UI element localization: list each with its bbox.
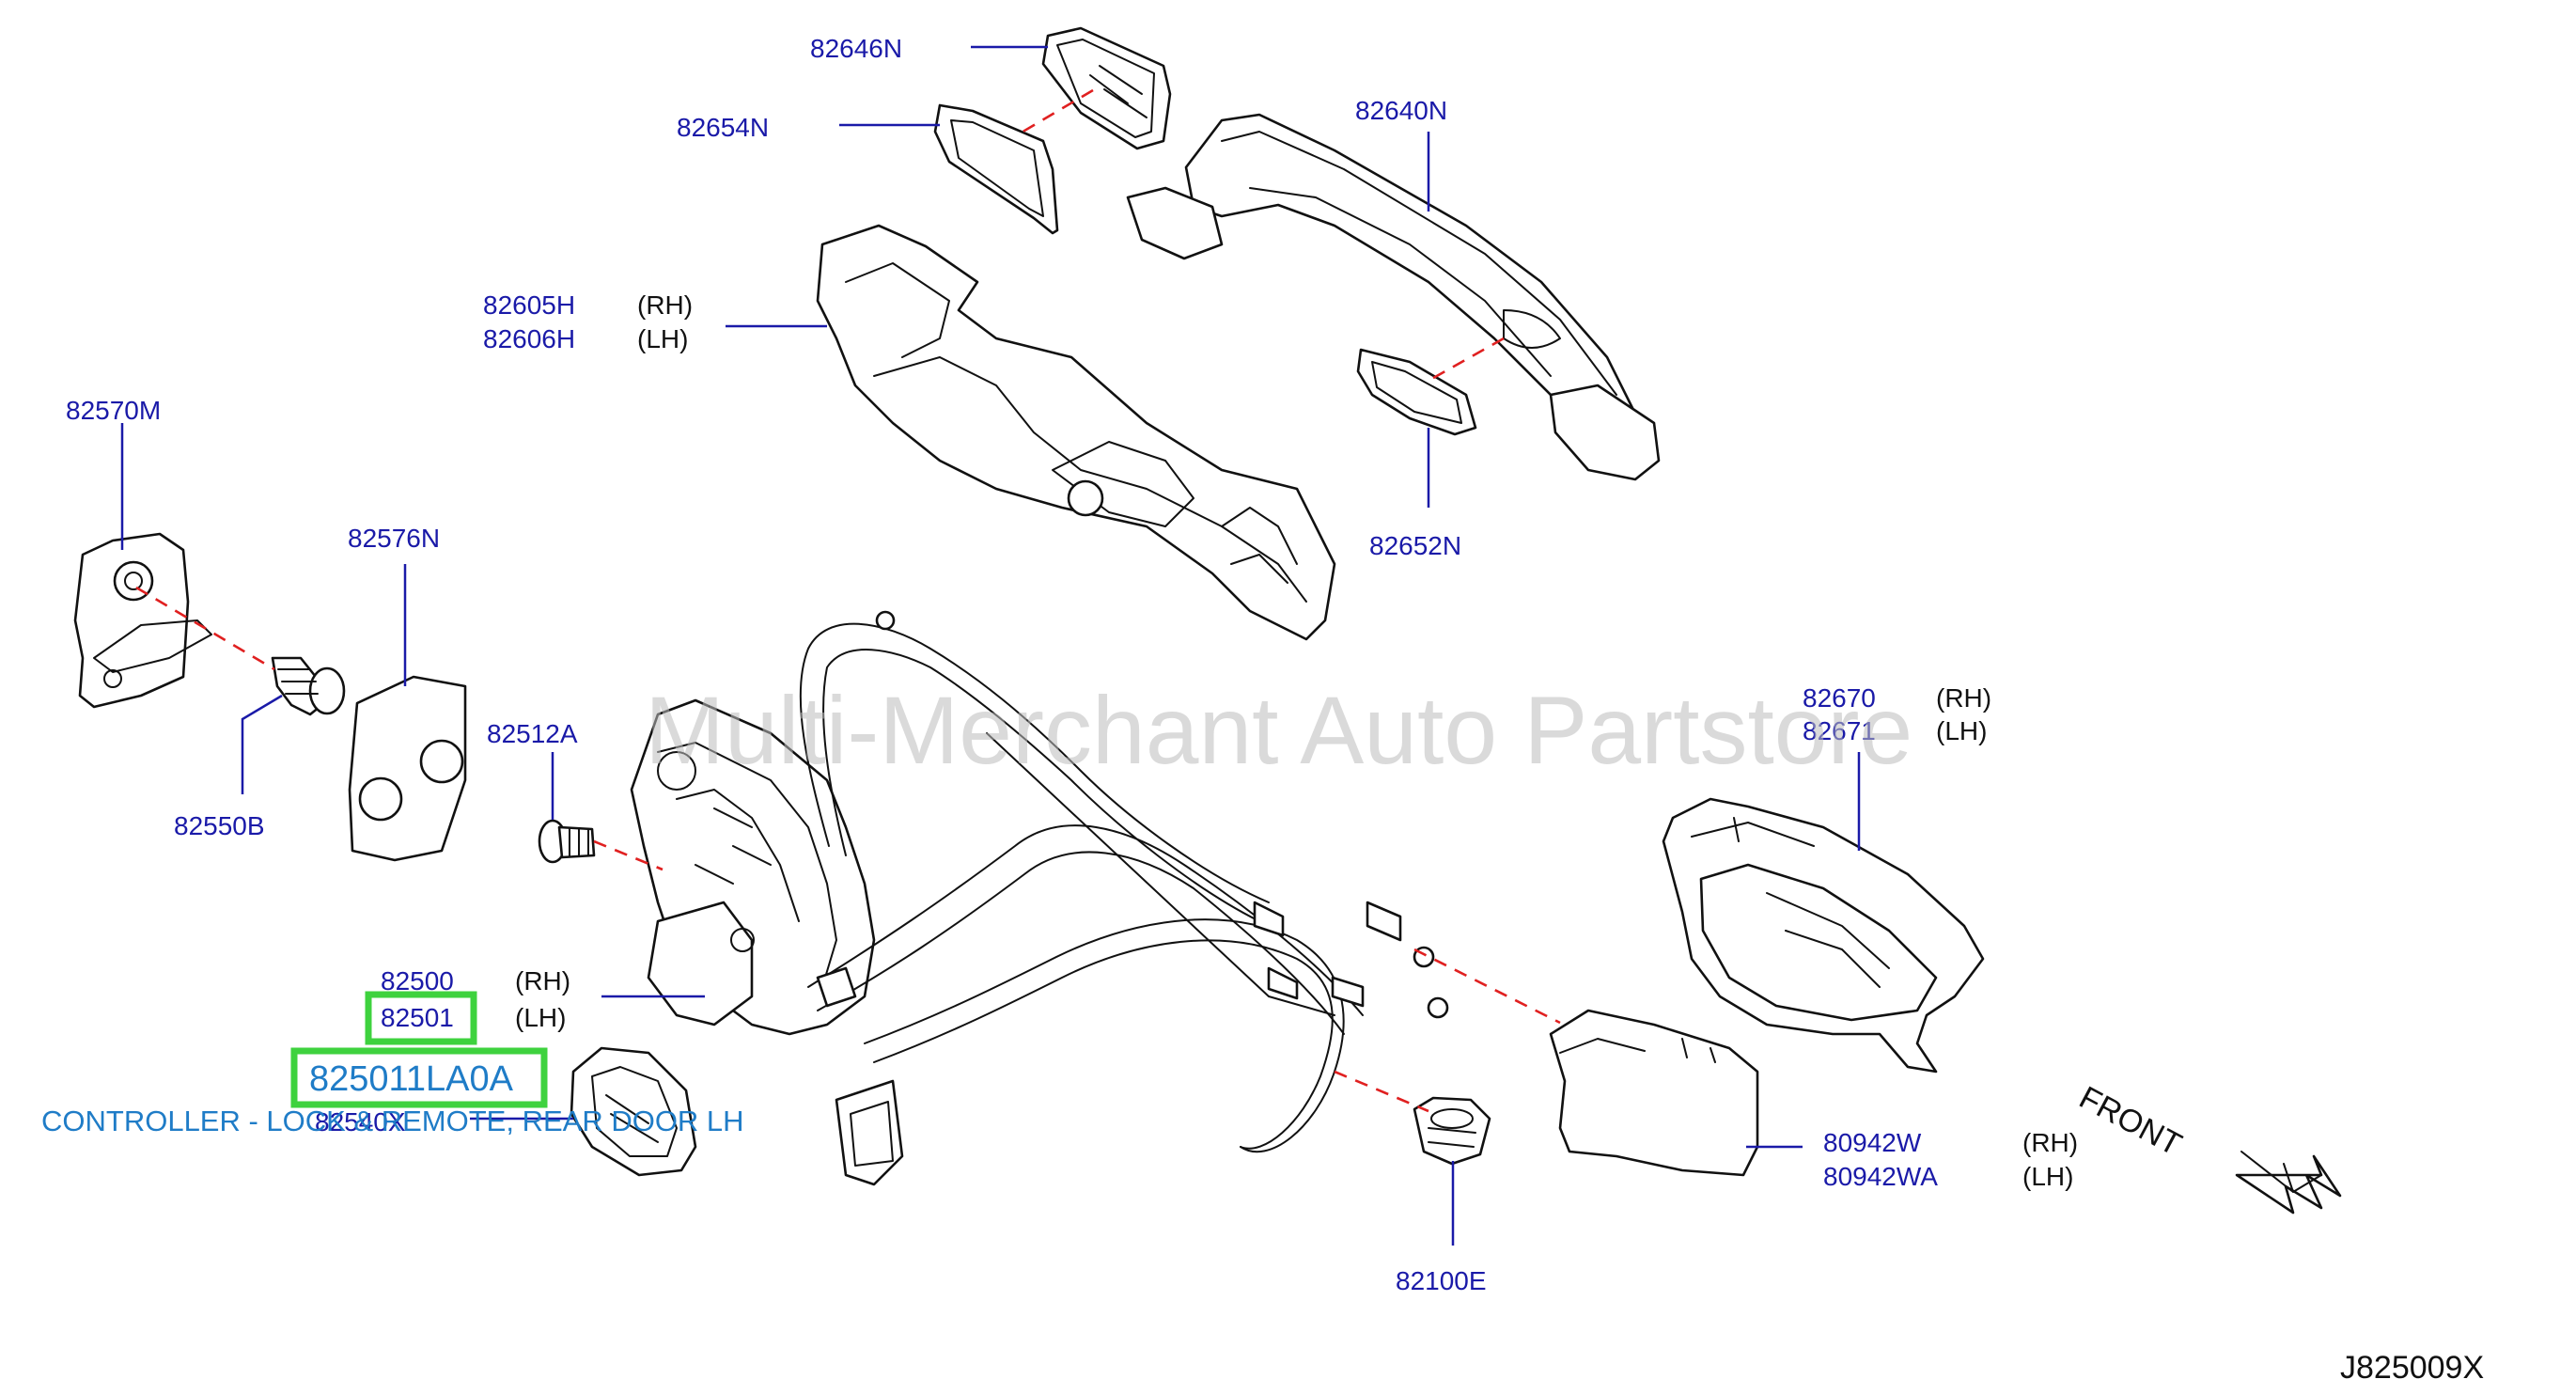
side-82606h: (LH) (637, 324, 688, 353)
label-82652n[interactable]: 82652N (1369, 531, 1461, 560)
part-82576n-drawing (348, 675, 467, 862)
label-82576n[interactable]: 82576N (348, 524, 440, 553)
label-82671[interactable]: 82671 (1803, 716, 1876, 745)
assembly-dashes (135, 88, 1561, 1113)
front-arrow-icon (2235, 1151, 2342, 1215)
side-80942w: (RH) (2022, 1128, 2078, 1157)
label-82501[interactable]: 82501 (381, 1003, 454, 1032)
label-82500[interactable]: 82500 (381, 966, 454, 995)
highlight-box-part-number (290, 1047, 548, 1108)
side-82671: (LH) (1936, 716, 1987, 745)
part-82654n-drawing (933, 103, 1059, 235)
part-82512a-drawing (538, 819, 596, 864)
highlight-box-82501 (365, 991, 477, 1045)
part-82605h-drawing (816, 224, 1336, 641)
label-82100e[interactable]: 82100E (1396, 1266, 1487, 1295)
part-82540x-drawing (570, 1046, 697, 1177)
part-82670-drawing (1662, 797, 1985, 1074)
side-82670: (RH) (1936, 683, 1991, 713)
diagram-code: J825009X (2340, 1350, 2484, 1386)
highlight-part-number[interactable]: 825011LA0A (309, 1059, 514, 1099)
label-80942w[interactable]: 80942W (1823, 1128, 1922, 1157)
part-82652n-drawing (1356, 348, 1477, 436)
label-80942wa[interactable]: 80942WA (1823, 1162, 1938, 1191)
part-82100e-drawing (1413, 1096, 1491, 1166)
connector-drawing (835, 1079, 904, 1186)
label-82605h[interactable]: 82605H (483, 290, 575, 320)
label-82570m[interactable]: 82570M (66, 396, 161, 425)
leader-lines (120, 45, 1861, 1246)
label-82550b[interactable]: 82550B (174, 811, 265, 840)
label-82512a[interactable]: 82512A (487, 719, 578, 748)
watermark-text: Multi-Merchant Auto Partstore (645, 677, 1912, 784)
label-82640n[interactable]: 82640N (1355, 96, 1447, 125)
side-82605h: (RH) (637, 290, 693, 320)
side-82501: (LH) (515, 1003, 566, 1032)
label-82654n[interactable]: 82654N (677, 113, 769, 142)
side-82500: (RH) (515, 966, 570, 995)
highlight-caption: CONTROLLER - LOCK & REMOTE, REAR DOOR LH (41, 1105, 744, 1137)
label-82606h[interactable]: 82606H (483, 324, 575, 353)
part-82640n-drawing (1126, 113, 1661, 481)
part-82646n-drawing (1041, 26, 1172, 150)
part-80942w-drawing (1549, 1009, 1759, 1177)
front-label: FRONT (2073, 1080, 2187, 1164)
part-82550b-drawing (271, 656, 346, 716)
label-82646n[interactable]: 82646N (810, 34, 902, 63)
side-80942wa: (LH) (2022, 1162, 2073, 1191)
label-82540x[interactable]: 82540X (315, 1107, 406, 1136)
label-82670[interactable]: 82670 (1803, 683, 1876, 713)
part-82570m-drawing (73, 532, 212, 709)
